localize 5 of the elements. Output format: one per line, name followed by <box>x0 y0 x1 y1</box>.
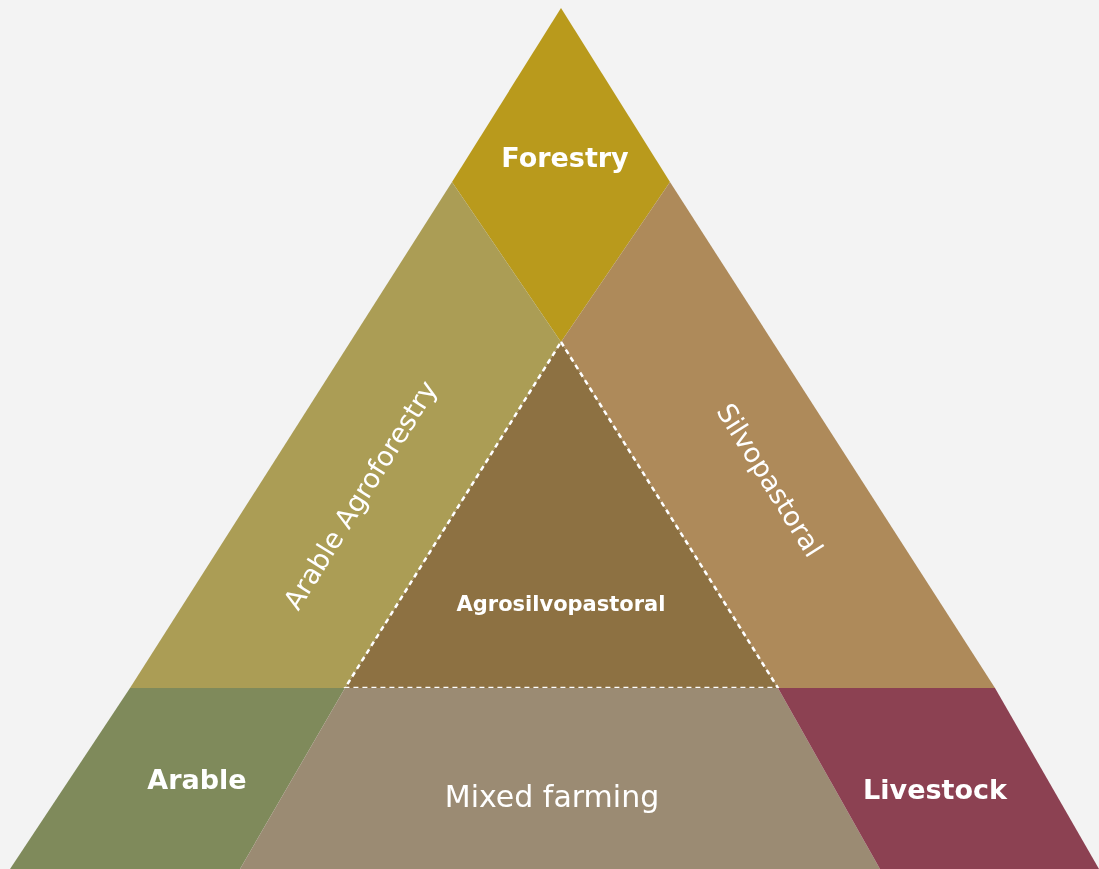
region-label: Livestock <box>863 773 1007 805</box>
region-label: Forestry <box>501 141 629 173</box>
region-label: Mixed farming <box>444 778 660 814</box>
region-label: Arable <box>147 763 247 795</box>
region-label: Agrosilvopastoral <box>456 592 666 616</box>
